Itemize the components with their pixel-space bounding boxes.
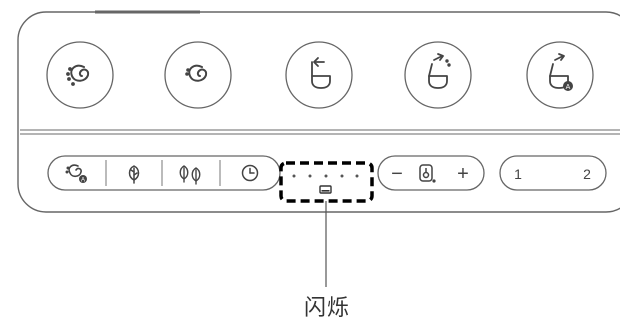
leaf-icon [128,165,140,184]
swirl-icon [185,64,208,82]
button-ring [526,41,594,109]
battery-icon [319,185,332,194]
button-ring [404,41,472,109]
user-2-button[interactable]: 2 [583,166,591,182]
temperature-control: − + [377,155,485,191]
wash-swirl-dotted-button[interactable] [46,41,114,109]
toilet-lid-spray-icon [428,53,451,89]
double-leaf-icon [179,165,201,185]
temperature-pill [377,155,485,191]
user-selector-pill [499,155,607,191]
svg-text:A: A [81,178,85,184]
water-temperature-icon [419,164,436,183]
temperature-minus-button[interactable]: − [391,163,403,185]
flashing-callout-label: 闪烁 [303,296,350,321]
auto-swirl-mode-button[interactable]: A [50,158,105,188]
eco-mode-button[interactable] [107,158,161,188]
wash-swirl-button[interactable] [164,41,232,109]
hit-area [163,158,219,188]
super-eco-mode-button[interactable] [163,158,219,188]
lid-open-button[interactable] [285,41,353,109]
svg-text:A: A [566,84,571,91]
level-dot [340,174,344,178]
clock-icon [241,164,259,182]
temperature-plus-button[interactable]: + [457,163,469,185]
auto-flush-button[interactable]: A [526,41,594,109]
level-indicator [292,174,359,178]
flashing-highlight-box [279,161,374,203]
button-ring [285,41,353,109]
level-dot [355,174,359,178]
hit-area [50,158,105,188]
level-dot [308,174,312,178]
lid-spray-button[interactable] [404,41,472,109]
swirl-dotted-icon [66,64,90,86]
user-selector: 1 2 [499,155,607,191]
timer-mode-button[interactable] [221,158,278,188]
swirl-auto-icon: A [65,164,87,184]
toilet-lid-open-icon [311,57,331,89]
user-1-button[interactable]: 1 [514,166,522,182]
level-dot [324,174,328,178]
level-dot [292,174,296,178]
toilet-auto-icon: A [549,53,573,91]
